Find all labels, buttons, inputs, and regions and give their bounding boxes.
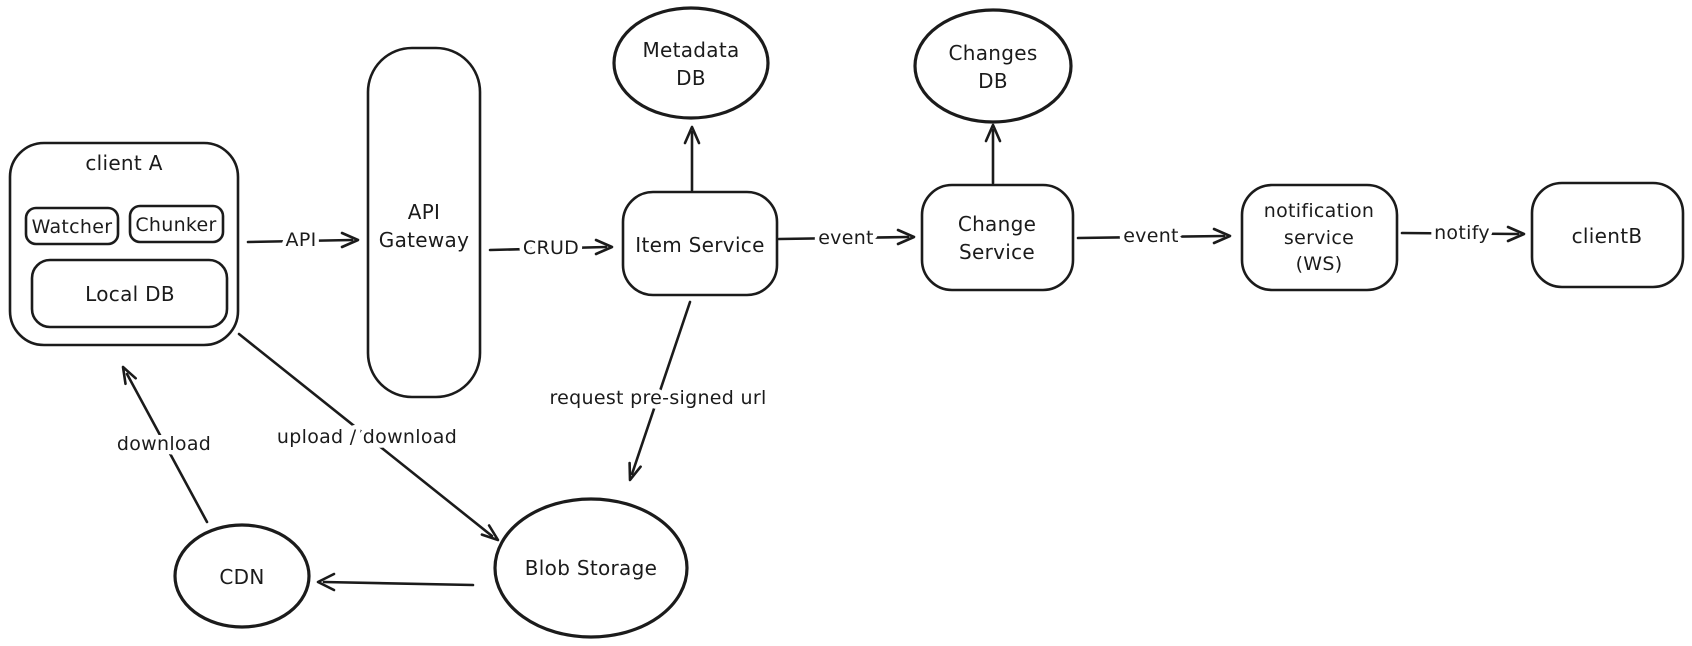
notification-service-label-line2: service: [1284, 227, 1354, 249]
watcher-node[interactable]: Watcher: [24, 206, 120, 246]
edge-notify-arrowhead: [1506, 225, 1526, 243]
edge-change-service-to-changes-db[interactable]: [984, 123, 1002, 185]
cdn-ellipse[interactable]: [173, 523, 311, 629]
edge-client-a-to-blob-storage[interactable]: upload / download: [237, 332, 500, 542]
edge-change-event-line[interactable]: [1076, 234, 1226, 240]
edge-change-service-to-notification-service[interactable]: event: [1076, 221, 1232, 252]
edge-change-event-label: event: [1123, 225, 1179, 247]
edge-item-metadata-arrowhead: [683, 125, 701, 145]
cdn-node[interactable]: CDN: [173, 523, 311, 629]
client-b-box[interactable]: [1530, 181, 1685, 289]
item-service-box[interactable]: [621, 190, 779, 297]
client-a-label: client A: [85, 151, 162, 175]
edge-api-gateway-to-item-service[interactable]: CRUD: [488, 233, 614, 264]
changes-db-ellipse[interactable]: [913, 8, 1073, 124]
item-service-node[interactable]: Item Service: [621, 190, 779, 297]
edge-presigned-arrowhead: [628, 461, 642, 482]
local-db-node[interactable]: Local DB: [30, 258, 229, 329]
api-gateway-box[interactable]: [366, 46, 482, 399]
local-db-label: Local DB: [85, 282, 175, 306]
edge-notification-service-to-client-b[interactable]: notify: [1400, 218, 1526, 249]
edge-presigned-line[interactable]: [630, 300, 692, 476]
changes-db-node[interactable]: Changes DB: [913, 8, 1073, 124]
metadata-db-ellipse[interactable]: [612, 6, 770, 120]
cdn-label: CDN: [219, 565, 264, 589]
edge-api-label: API: [286, 229, 317, 251]
edge-api-arrowhead: [340, 231, 360, 249]
edge-presigned-label: request pre-signed url: [549, 387, 766, 409]
edge-change-event-arrowhead: [1212, 227, 1232, 245]
watcher-label: Watcher: [32, 216, 113, 238]
edge-item-event-line[interactable]: [777, 235, 910, 241]
item-service-label: Item Service: [635, 233, 764, 257]
edge-item-service-to-change-service[interactable]: event: [777, 223, 916, 254]
edge-item-service-to-blob-storage[interactable]: request pre-signed url: [545, 300, 771, 482]
local-db-box[interactable]: [30, 258, 229, 329]
edge-blob-cdn-line[interactable]: [322, 580, 475, 587]
api-gateway-label-line1: API: [408, 200, 441, 224]
blob-storage-label: Blob Storage: [525, 556, 657, 580]
edge-upload-download-line[interactable]: [237, 332, 494, 538]
client-b-label: clientB: [1572, 224, 1643, 248]
metadata-db-label-line2: DB: [676, 66, 706, 90]
api-gateway-label-line2: Gateway: [379, 228, 469, 252]
edge-change-changesdb-arrowhead: [984, 123, 1002, 143]
changes-db-label-line1: Changes: [948, 41, 1037, 65]
edge-crud-label: CRUD: [523, 237, 579, 259]
api-gateway-node[interactable]: API Gateway: [366, 46, 482, 399]
notification-service-node[interactable]: notification service (WS): [1240, 183, 1399, 292]
notification-service-label-line3: (WS): [1296, 253, 1343, 275]
blob-storage-node[interactable]: Blob Storage: [493, 497, 689, 639]
edge-notify-line[interactable]: [1400, 231, 1520, 236]
change-service-label-line1: Change: [958, 212, 1036, 236]
edge-download-label: download: [117, 433, 211, 455]
notification-service-label-line1: notification: [1264, 200, 1374, 222]
client-b-node[interactable]: clientB: [1530, 181, 1685, 289]
change-service-node[interactable]: Change Service: [920, 183, 1075, 292]
blob-storage-ellipse[interactable]: [493, 497, 689, 639]
edge-cdn-to-client-a[interactable]: download: [112, 365, 215, 524]
edge-blob-storage-to-cdn[interactable]: [316, 572, 475, 592]
edge-upload-download-label: upload / download: [277, 426, 457, 448]
edge-blob-cdn-arrowhead: [316, 572, 336, 592]
notification-service-box[interactable]: [1240, 183, 1399, 292]
watcher-box[interactable]: [24, 206, 120, 246]
chunker-box[interactable]: [128, 204, 225, 244]
edge-client-a-to-api-gateway[interactable]: API: [246, 225, 360, 256]
chunker-node[interactable]: Chunker: [128, 204, 225, 244]
edge-notify-label: notify: [1434, 222, 1490, 244]
edge-item-event-arrowhead: [896, 228, 916, 246]
metadata-db-node[interactable]: Metadata DB: [612, 6, 770, 120]
edge-download-line[interactable]: [125, 372, 209, 524]
change-service-label-line2: Service: [959, 240, 1035, 264]
edge-upload-download-arrowhead: [480, 524, 500, 542]
chunker-label: Chunker: [135, 214, 216, 236]
edge-crud-line[interactable]: [488, 245, 608, 252]
edge-download-arrowhead: [121, 365, 137, 386]
changes-db-label-line2: DB: [978, 69, 1008, 93]
edge-crud-arrowhead: [594, 238, 614, 256]
edge-item-event-label: event: [818, 227, 874, 249]
edge-item-service-to-metadata-db[interactable]: [683, 125, 701, 192]
edge-api-line[interactable]: [246, 238, 354, 244]
change-service-box[interactable]: [920, 183, 1075, 292]
metadata-db-label-line1: Metadata: [642, 38, 739, 62]
